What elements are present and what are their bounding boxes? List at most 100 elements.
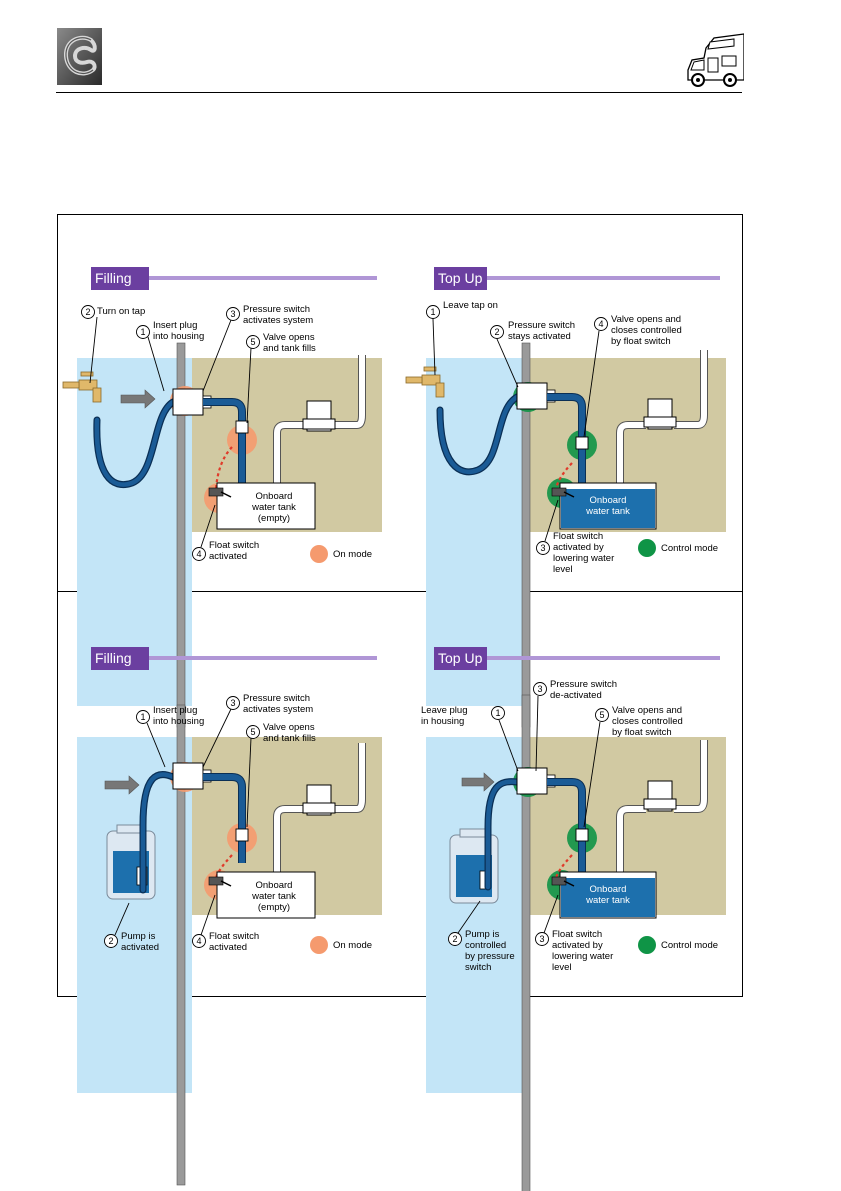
step-number: 3: [539, 934, 544, 944]
text-line: Valve opens: [263, 722, 315, 733]
onboard-pump-base: [302, 418, 336, 430]
onboard-pump-base: [643, 798, 677, 810]
text-line: Leave tap on: [443, 300, 498, 311]
callout-leader: [496, 338, 519, 388]
text-line: activates system: [243, 704, 313, 715]
callout-leader: [246, 347, 252, 424]
text-line: into housing: [153, 716, 204, 727]
callout-leader: [114, 902, 130, 936]
panel-title-bar: [91, 647, 149, 670]
tap-handle: [80, 371, 94, 377]
insert-direction-arrow: [120, 389, 156, 409]
step-label: Turn on tap: [97, 306, 145, 317]
legend-swatch: [638, 539, 656, 557]
insert-direction-arrow: [104, 775, 140, 795]
float-arm: [563, 880, 575, 887]
step-number-circle: [533, 682, 547, 696]
onboard-pump-base: [302, 802, 336, 814]
fill-pipe: [547, 394, 585, 487]
fill-pipe: [547, 779, 585, 872]
onboard-water-tank: [216, 482, 316, 530]
wall-post: [521, 694, 531, 1191]
callout-leader: [200, 894, 216, 936]
onboard-pump-base: [643, 416, 677, 428]
step-number-circle: [536, 541, 550, 555]
step-number: 2: [108, 936, 113, 946]
text-line: level: [552, 962, 572, 973]
outlet-pipe: [617, 806, 646, 872]
text-line: Valve opens and: [611, 314, 681, 325]
tank-label-line: (empty): [258, 513, 290, 524]
tank-water: [561, 878, 655, 917]
title-rule: [97, 656, 377, 660]
tank-label-line: water tank: [585, 506, 630, 517]
callout-leader: [583, 721, 601, 828]
tank-label-line: water tank: [251, 502, 296, 513]
callout-leader: [146, 722, 166, 768]
panel-title-bar: [434, 647, 487, 670]
step-number: 5: [250, 337, 255, 347]
callout-leader: [498, 719, 519, 772]
legend-label: On mode: [333, 549, 372, 560]
text-line: switch: [465, 962, 491, 973]
panel-title: Filling: [95, 650, 132, 666]
callout-leader: [432, 318, 436, 376]
text-line: level: [553, 564, 573, 575]
tank-label-line: water tank: [251, 891, 296, 902]
outlet-pipe: [274, 806, 305, 872]
step-number: 2: [85, 307, 90, 317]
tap-spout: [435, 382, 445, 398]
hose: [94, 399, 176, 487]
water-supply-area: [77, 737, 192, 1093]
control-link: [554, 854, 573, 879]
step-number-circle: [426, 305, 440, 319]
wall-post: [176, 704, 186, 1186]
step-number: 1: [430, 307, 435, 317]
text-line: activated by: [553, 542, 604, 553]
step-number-circle: [136, 325, 150, 339]
text-line: Turn on tap: [97, 306, 145, 317]
float-switch: [208, 876, 224, 886]
title-rule: [440, 656, 720, 660]
callout-leader: [544, 499, 559, 542]
container-cap: [116, 824, 144, 834]
plug-housing: [516, 382, 548, 410]
float-switch: [208, 487, 224, 497]
panel-title: Top Up: [438, 270, 483, 286]
float-arm: [563, 491, 575, 498]
step-number: 5: [599, 710, 604, 720]
legend-swatch: [638, 936, 656, 954]
callout-leader: [200, 504, 216, 548]
text-line: Valve opens and: [612, 705, 682, 716]
callout-leader: [246, 737, 252, 828]
step-number-circle: [594, 317, 608, 331]
text-line: Pressure switch: [243, 693, 310, 704]
control-link: [214, 854, 233, 879]
step-number: 3: [230, 698, 235, 708]
step-number: 4: [196, 936, 201, 946]
text-line: Pressure switch: [243, 304, 310, 315]
text-line: Valve opens: [263, 332, 315, 343]
text-line: de-activated: [550, 690, 602, 701]
inlet-valve: [575, 436, 589, 450]
step-number-circle: [246, 335, 260, 349]
tap-handle: [423, 366, 437, 372]
panel-title-bar: [91, 267, 149, 290]
float-arm: [220, 880, 232, 887]
panel-title: Top Up: [438, 650, 483, 666]
vent-pipe: [674, 740, 707, 812]
callout-leader: [147, 336, 165, 392]
inlet-valve: [235, 828, 249, 842]
step-number-circle: [535, 932, 549, 946]
